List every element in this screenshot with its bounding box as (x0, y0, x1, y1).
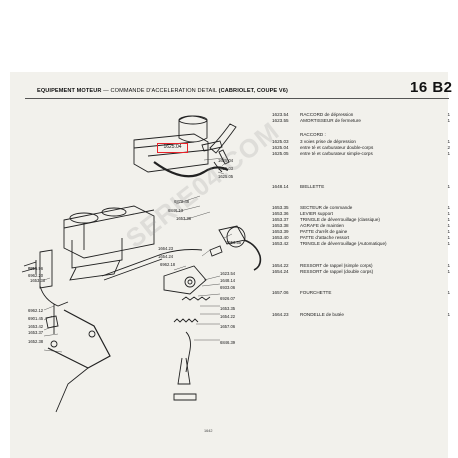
diagram-label: 1653.55 (226, 240, 242, 245)
return-spring (181, 296, 211, 301)
diagram-label: 1648.14 (220, 278, 236, 283)
diagram-label: 6815.96 (28, 266, 44, 271)
diagram-label: 1623.54 (220, 271, 236, 276)
diagram-label: 6962.12 (28, 308, 44, 313)
carb-body-main (63, 205, 155, 259)
linkage-rod (101, 249, 203, 277)
air-horn (178, 115, 208, 143)
exploded-diagram (21, 115, 262, 413)
diagram-label: 1653.36 (176, 216, 192, 221)
diagram-label: 6846.39 (220, 340, 236, 345)
vacuum-pipe (153, 161, 229, 178)
diagram-label: 6933.06 (220, 285, 236, 290)
diagram-label: 1653.38 (30, 278, 46, 283)
diagram-label: 1652.38 (28, 339, 44, 344)
unlock-rod (47, 309, 111, 369)
header-rule (25, 98, 449, 99)
page-title: EQUIPEMENT MOTEUR — COMMANDE D'ACCELERAT… (37, 88, 288, 94)
diagram-label: 6962.20 (28, 273, 44, 278)
diagram-label: 1625.05 (218, 174, 234, 179)
footer-number: 1642 (204, 429, 213, 433)
highlight-callout: 1625.04 (157, 143, 188, 153)
diagram-label: 1654.22 (220, 314, 236, 319)
carb-body-top (133, 133, 209, 173)
diagram-label: 1653.37 (28, 330, 44, 335)
diagram-label: 1654.24 (158, 254, 174, 259)
diagram-label: 1653.42 (28, 324, 44, 329)
diagram-label: 6901.45 (28, 316, 44, 321)
diagram-label: 6962.18 (160, 262, 176, 267)
tee-connector (201, 140, 223, 152)
fork (177, 357, 191, 385)
support-bracket (39, 249, 53, 289)
diagram-label: 6846.13 (168, 208, 184, 213)
parts-row: RACCORD : (300, 132, 326, 137)
title-rest: — COMMANDE D'ACCELERATION DETAIL (101, 88, 218, 94)
diagram-label: 1664.23 (158, 246, 174, 251)
control-sector (163, 265, 207, 295)
diagram-label: 6879.48 (174, 199, 190, 204)
title-bold: EQUIPEMENT MOTEUR (37, 88, 102, 94)
diagram-label: 1653.35 (220, 306, 236, 311)
diagram-label: 1625.03 (218, 166, 234, 171)
diagram-label: 1625.04 (218, 158, 234, 163)
air-horn-top (178, 115, 208, 125)
diagram-label: 6926.07 (220, 296, 236, 301)
page-code: 16 B2 (410, 79, 453, 96)
diagram-label: 1657.06 (220, 324, 236, 329)
title-variant: (CABRIOLET, COUPE V6) (218, 88, 288, 94)
